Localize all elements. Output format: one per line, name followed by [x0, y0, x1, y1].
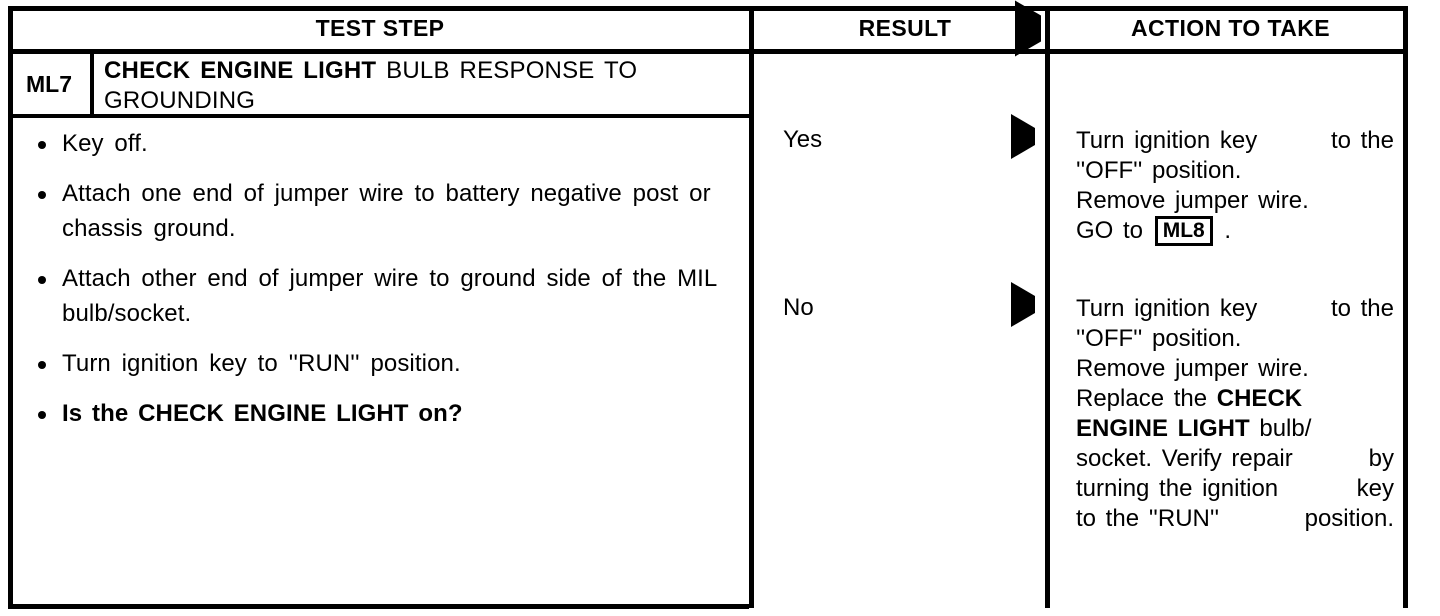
header-cell-result: RESULT [757, 0, 1053, 56]
action-line-text: key [1356, 475, 1394, 502]
list-item-text: Attach other end of jumper wire to groun… [62, 265, 717, 327]
column-divider-result-action [1045, 6, 1050, 608]
action-line-text: position. [1304, 505, 1394, 532]
table-frame [8, 6, 1408, 608]
action-line-text: Turn ignition key [1076, 295, 1258, 322]
action-line-emphasis: ENGINE LIGHT [1076, 415, 1250, 442]
action-branch-no: Turn ignition key to the ''OFF'' positio… [1076, 294, 1396, 534]
action-line-text: to the ''RUN'' [1076, 505, 1220, 532]
right-triangle-icon [1011, 282, 1035, 327]
action-line-text: socket. Verify repair [1076, 445, 1293, 472]
action-line-text: bulb/ [1259, 415, 1312, 442]
header-divider-rule [8, 49, 1408, 54]
action-line-text: Replace the [1076, 385, 1208, 412]
header-label-test-step: TEST STEP [315, 15, 445, 41]
action-line: ENGINE LIGHT bulb/ [1076, 414, 1396, 444]
bullet-dot-icon [38, 191, 46, 199]
result-branch-yes: Yes [749, 114, 1045, 166]
action-line-emphasis: CHECK [1216, 385, 1303, 412]
list-item: Is the CHECK ENGINE LIGHT on? [34, 396, 734, 431]
action-branch-yes: Turn ignition key to the ''OFF'' positio… [1076, 126, 1396, 246]
action-line-goto: GO to ML8 . [1076, 216, 1396, 246]
step-code-label: ML7 [26, 70, 72, 97]
header-label-action-to-take: ACTION TO TAKE [1131, 15, 1330, 41]
action-line: Replace the CHECK [1076, 384, 1396, 414]
list-item-text-prefix: Is the [62, 400, 129, 427]
list-item-text: Turn ignition key to ''RUN'' position. [62, 350, 461, 377]
action-line: turning the ignition key [1076, 474, 1394, 504]
action-line: ''OFF'' position. [1076, 157, 1242, 184]
goto-step-code-box[interactable]: ML8 [1154, 216, 1213, 246]
step-title-part-check: CHECK [104, 57, 191, 84]
action-line-text: to the [1330, 127, 1394, 154]
action-line: ''OFF'' position. [1076, 325, 1242, 352]
column-divider-teststep-result [749, 6, 754, 608]
action-line: Remove jumper wire. [1076, 355, 1309, 382]
action-line: Turn ignition key to the [1076, 294, 1394, 324]
rule-under-step-title [8, 114, 749, 118]
action-line-text: Turn ignition key [1076, 127, 1258, 154]
list-item-text-emphasis: CHECK ENGINE LIGHT [138, 400, 409, 427]
list-item: Key off. [34, 126, 734, 161]
list-item-text: Attach one end of jumper wire to battery… [62, 180, 711, 242]
list-item: Attach one end of jumper wire to battery… [34, 176, 734, 246]
action-line-text: by [1368, 445, 1394, 472]
action-line-text: to the [1330, 295, 1394, 322]
divider-stepcode-title [90, 54, 94, 115]
step-title: CHECK ENGINE LIGHT BULB RESPONSE TO GROU… [104, 56, 734, 116]
bullet-dot-icon [38, 276, 46, 284]
action-line: Remove jumper wire. [1076, 187, 1309, 214]
header-label-result: RESULT [858, 15, 952, 41]
right-triangle-icon [1015, 0, 1041, 56]
list-item-text: Key off. [62, 130, 148, 157]
list-item: Turn ignition key to ''RUN'' position. [34, 346, 734, 381]
header-cell-test-step: TEST STEP [8, 6, 752, 51]
step-title-part-engine-light: ENGINE LIGHT [200, 57, 377, 84]
goto-period: . [1224, 217, 1232, 244]
result-branch-no: No [749, 282, 1045, 334]
action-line: to the ''RUN'' position. [1076, 504, 1394, 534]
action-line: socket. Verify repair by [1076, 444, 1394, 474]
action-line: Turn ignition key to the [1076, 126, 1394, 156]
bullet-dot-icon [38, 141, 46, 149]
step-instruction-list: Key off. Attach one end of jumper wire t… [34, 126, 734, 446]
table-header-row: TEST STEP RESULT ACTION TO TAKE [8, 0, 1408, 56]
table-bottom-rule [8, 604, 749, 609]
list-item-text-suffix: on? [418, 400, 463, 427]
result-label-no: No [783, 294, 814, 321]
step-code-badge: ML7 [8, 54, 90, 114]
step-title-line-2: GROUNDING [104, 87, 256, 114]
result-label-yes: Yes [783, 126, 823, 153]
bullet-dot-icon [38, 411, 46, 419]
action-line-text: turning the ignition [1076, 475, 1279, 502]
right-triangle-icon [1011, 114, 1035, 159]
step-title-part-rest: BULB RESPONSE TO [386, 57, 638, 84]
header-cell-action-to-take: ACTION TO TAKE [1058, 6, 1403, 51]
list-item: Attach other end of jumper wire to groun… [34, 261, 734, 331]
bullet-dot-icon [38, 361, 46, 369]
goto-label: GO to [1076, 217, 1144, 244]
